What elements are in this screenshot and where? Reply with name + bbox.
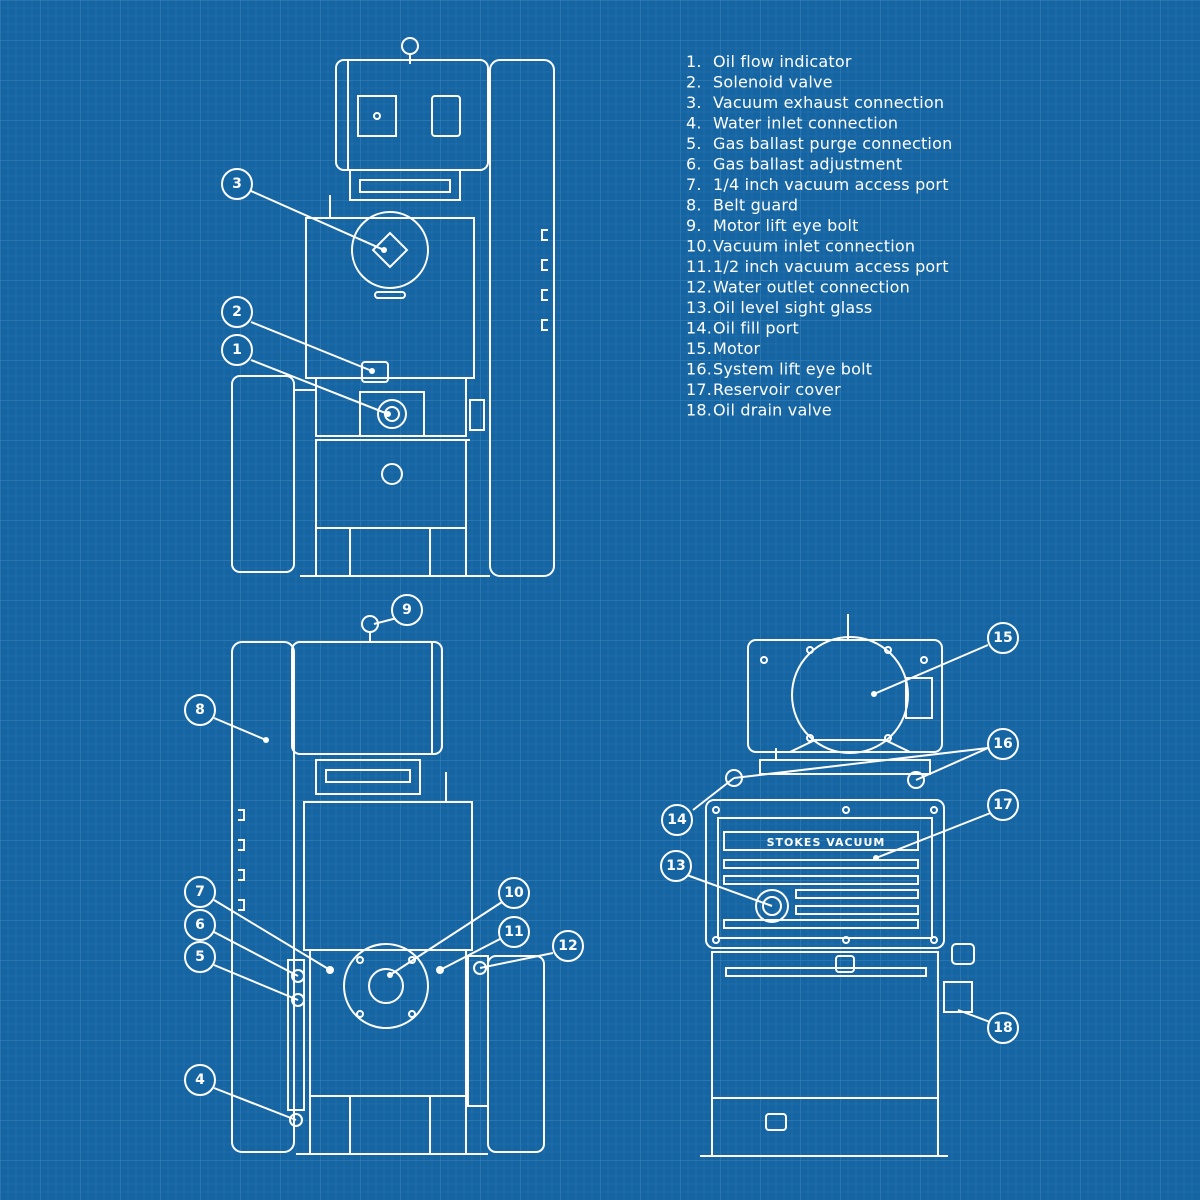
svg-text:7: 7 xyxy=(195,884,205,900)
legend-number: 6. xyxy=(686,155,702,174)
legend-label: Oil level sight glass xyxy=(713,298,872,317)
callout-7: 7 xyxy=(184,876,216,908)
pump-side-view xyxy=(231,37,555,577)
callout-16: 16 xyxy=(987,728,1019,760)
svg-text:6: 6 xyxy=(195,917,205,933)
callout-18: 18 xyxy=(987,1012,1019,1044)
legend-label: 1/4 inch vacuum access port xyxy=(713,175,949,194)
svg-text:3: 3 xyxy=(232,176,242,192)
callout-17: 17 xyxy=(987,789,1019,821)
callout-15: 15 xyxy=(987,622,1019,654)
callout-3: 3 xyxy=(221,168,253,200)
callout-8: 8 xyxy=(184,694,216,726)
brand-plate-text: STOKES VACUUM xyxy=(767,836,886,849)
legend-label: Oil fill port xyxy=(713,319,799,338)
legend-number: 15. xyxy=(686,339,712,358)
leader-lines xyxy=(213,190,994,1121)
legend-label: Solenoid valve xyxy=(713,73,833,92)
svg-text:14: 14 xyxy=(667,812,687,828)
legend-label: Gas ballast adjustment xyxy=(713,155,902,174)
legend-label: Water inlet connection xyxy=(713,114,898,133)
legend-number: 1. xyxy=(686,52,702,71)
callout-9: 9 xyxy=(391,594,423,626)
svg-text:9: 9 xyxy=(402,602,412,618)
svg-text:2: 2 xyxy=(232,304,242,320)
svg-text:1: 1 xyxy=(232,342,242,358)
legend-number: 10. xyxy=(686,237,712,256)
callout-10: 10 xyxy=(498,877,530,909)
svg-text:16: 16 xyxy=(993,736,1012,752)
callout-12: 12 xyxy=(552,930,584,962)
leader-endpoints xyxy=(263,247,879,978)
legend-label: Motor xyxy=(713,339,760,358)
pump-end-view xyxy=(700,614,975,1157)
legend-number: 9. xyxy=(686,216,702,235)
legend-label: Reservoir cover xyxy=(713,380,841,399)
legend-number: 12. xyxy=(686,278,712,297)
legend-number: 17. xyxy=(686,380,712,399)
legend-label: Motor lift eye bolt xyxy=(713,216,859,235)
callout-6: 6 xyxy=(184,909,216,941)
legend-number: 4. xyxy=(686,114,702,133)
svg-text:5: 5 xyxy=(195,949,205,965)
svg-text:18: 18 xyxy=(993,1020,1012,1036)
callout-2: 2 xyxy=(221,296,253,328)
legend-number: 5. xyxy=(686,134,702,153)
callout-1: 1 xyxy=(221,334,253,366)
legend-number: 13. xyxy=(686,298,712,317)
pump-front-view xyxy=(231,615,545,1155)
legend-number: 7. xyxy=(686,175,702,194)
legend-label: Water outlet connection xyxy=(713,278,910,297)
legend-label: 1/2 inch vacuum access port xyxy=(713,257,949,276)
legend-number: 2. xyxy=(686,73,702,92)
callout-4: 4 xyxy=(184,1064,216,1096)
legend-label: Oil flow indicator xyxy=(713,52,852,71)
legend-label: Belt guard xyxy=(713,196,798,215)
legend-label: Vacuum exhaust connection xyxy=(713,93,944,112)
callout-14: 14 xyxy=(661,804,693,836)
legend-number: 14. xyxy=(686,319,712,338)
legend-number: 18. xyxy=(686,401,712,420)
callout-11: 11 xyxy=(498,916,530,948)
legend-label: Vacuum inlet connection xyxy=(713,237,915,256)
svg-text:13: 13 xyxy=(666,858,685,874)
legend-number: 16. xyxy=(686,360,712,379)
legend-label: Gas ballast purge connection xyxy=(713,134,952,153)
svg-text:8: 8 xyxy=(195,702,205,718)
parts-legend: 1. Oil flow indicator 2. Solenoid valve 3. Va… xyxy=(686,52,952,420)
svg-text:12: 12 xyxy=(558,938,577,954)
svg-text:11: 11 xyxy=(504,924,523,940)
legend-label: Oil drain valve xyxy=(713,401,832,420)
svg-text:15: 15 xyxy=(993,630,1012,646)
callout-13: 13 xyxy=(660,850,692,882)
legend-number: 8. xyxy=(686,196,702,215)
callout-5: 5 xyxy=(184,941,216,973)
svg-text:4: 4 xyxy=(195,1072,205,1088)
legend-number: 3. xyxy=(686,93,702,112)
legend-number: 11. xyxy=(686,257,712,276)
legend-label: System lift eye bolt xyxy=(713,360,872,379)
svg-text:10: 10 xyxy=(504,885,524,901)
svg-text:17: 17 xyxy=(993,797,1012,813)
